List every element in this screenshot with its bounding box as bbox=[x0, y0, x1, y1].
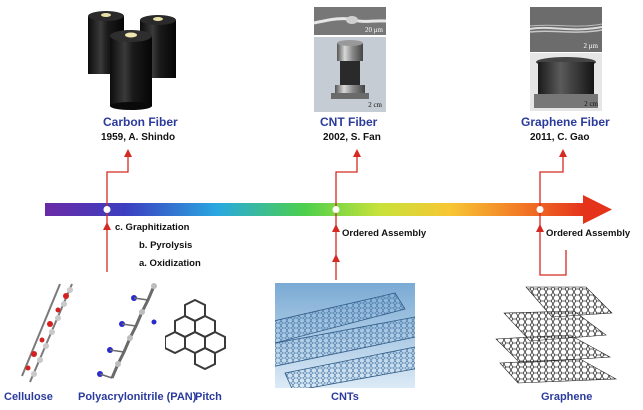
pan-structure-image bbox=[92, 282, 164, 387]
graphene-fiber-sem-image: 2 μm bbox=[530, 7, 602, 52]
timeline-arrow bbox=[45, 195, 612, 224]
pitch-structure-image bbox=[165, 296, 227, 374]
graphene-fiber-subtitle: 2011, C. Gao bbox=[530, 132, 590, 143]
step-pyrolysis: b. Pyrolysis bbox=[139, 240, 193, 251]
graphene-fiber-title: Graphene Fiber bbox=[521, 115, 610, 129]
graphene-spool-scale-label: 2 cm bbox=[584, 100, 598, 108]
carbon-fiber-subtitle: 1959, A. Shindo bbox=[101, 132, 176, 143]
cellulose-structure-image bbox=[20, 280, 82, 388]
graphene-structure-image bbox=[490, 283, 620, 385]
material-label-graphene: Graphene bbox=[541, 391, 593, 403]
material-label-cnts: CNTs bbox=[331, 391, 359, 403]
carbon-fiber-spools-image bbox=[78, 8, 183, 110]
cnt-fiber-subtitle: 2002, S. Fan bbox=[323, 132, 381, 143]
graphene-timeline-node bbox=[536, 206, 544, 213]
material-label-cellulose: Cellulose bbox=[4, 391, 53, 403]
cnt-connector-lower-arrowhead bbox=[332, 254, 340, 262]
carbon-connector-arrowhead bbox=[124, 149, 132, 157]
carbon-connector bbox=[106, 155, 129, 272]
material-label-pan: Polyacrylonitrile (PAN) bbox=[78, 391, 197, 403]
cnt-ordered-assembly-label: Ordered Assembly bbox=[342, 228, 427, 239]
cnts-structure-image bbox=[275, 283, 415, 388]
cnt-timeline-node bbox=[332, 206, 340, 213]
cnt-connector-arrowhead bbox=[353, 149, 361, 157]
graphene-connector-arrowhead bbox=[559, 149, 567, 157]
cnt-fiber-sem-image: 20 μm bbox=[314, 7, 386, 35]
cnt-fiber-title: CNT Fiber bbox=[320, 115, 378, 129]
graphene-connector bbox=[539, 155, 567, 276]
carbon-timeline-node bbox=[103, 206, 111, 213]
step-graphitization: c. Graphitization bbox=[115, 222, 190, 233]
cnt-sem-scale-label: 20 μm bbox=[365, 26, 383, 34]
carbon-connector-up-arrowhead bbox=[103, 222, 111, 230]
material-label-pitch: Pitch bbox=[195, 391, 222, 403]
carbon-fiber-title: Carbon Fiber bbox=[103, 115, 178, 129]
cnt-connector bbox=[335, 155, 358, 280]
cnt-fiber-spool-image: 2 cm bbox=[314, 37, 386, 112]
cnt-connector-up-arrowhead bbox=[332, 224, 340, 232]
graphene-connector-up-arrowhead bbox=[536, 224, 544, 232]
graphene-fiber-spool-image: 2 cm bbox=[530, 53, 602, 111]
step-oxidization: a. Oxidization bbox=[139, 258, 201, 269]
graphene-ordered-assembly-label: Ordered Assembly bbox=[546, 228, 631, 239]
graphene-sem-scale-label: 2 μm bbox=[583, 42, 598, 50]
cnt-spool-scale-label: 2 cm bbox=[368, 101, 382, 109]
